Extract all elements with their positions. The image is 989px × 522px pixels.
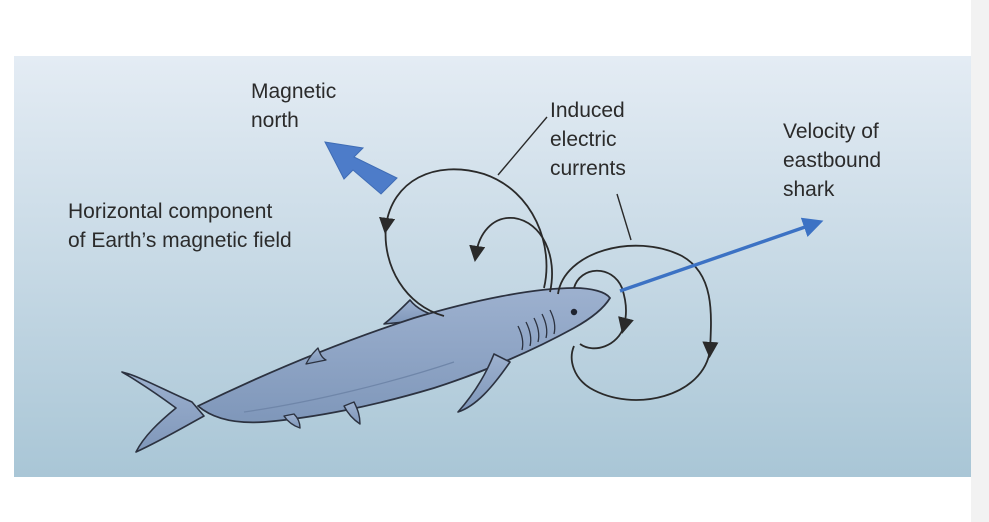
current-loop-large-left [379,168,548,289]
horizontal-component-label-line-2: of Earth’s magnetic field [68,229,292,252]
induced-currents-leader-lines [497,116,632,241]
horizontal-component-label-line-1: Horizontal component [68,200,273,223]
shark-second-dorsal-fin [305,347,327,365]
magnetic-north-label: Magnetic north [251,77,336,135]
induced-currents-label: Induced electric currents [550,96,626,183]
shark-pectoral-fin [457,353,511,413]
shark-pelvic-fin [343,401,361,425]
shark-lateral-line [243,361,455,413]
velocity-label: Velocity of eastbound shark [783,117,881,204]
shark-body [197,287,611,424]
shark [121,287,611,453]
magnetic-north-arrow [324,141,398,195]
shark-gill-slits [517,309,556,351]
diagram-graphic [14,56,971,477]
velocity-arrow [619,217,824,293]
current-loop-small-right [573,269,634,334]
induced-current-loops [379,168,719,401]
velocity-label-line-1: Velocity of [783,120,879,143]
induced-currents-label-line-1: Induced [550,99,625,122]
shark-tail-fin [121,371,205,453]
current-loop-small-right-lower [579,325,625,350]
velocity-label-line-3: shark [783,178,835,201]
magnetic-north-label-line-2: north [251,109,299,132]
shark-eye [570,308,578,316]
velocity-label-line-2: eastbound [783,149,882,172]
current-loop-small-left [469,217,553,293]
induced-currents-label-line-2: electric [550,128,617,151]
current-loop-large-right-lower [570,345,711,401]
induced-currents-label-line-3: currents [550,157,626,180]
horizontal-component-label: Horizontal component of Earth’s magnetic… [68,197,292,255]
shark-induction-diagram: Magnetic north Horizontal component of E… [14,56,971,477]
scrollbar-track[interactable] [971,0,989,522]
current-loop-large-left-lower [384,225,445,317]
magnetic-north-label-line-1: Magnetic [251,80,337,103]
current-loop-large-right [557,244,719,359]
shark-anal-fin [283,413,301,429]
